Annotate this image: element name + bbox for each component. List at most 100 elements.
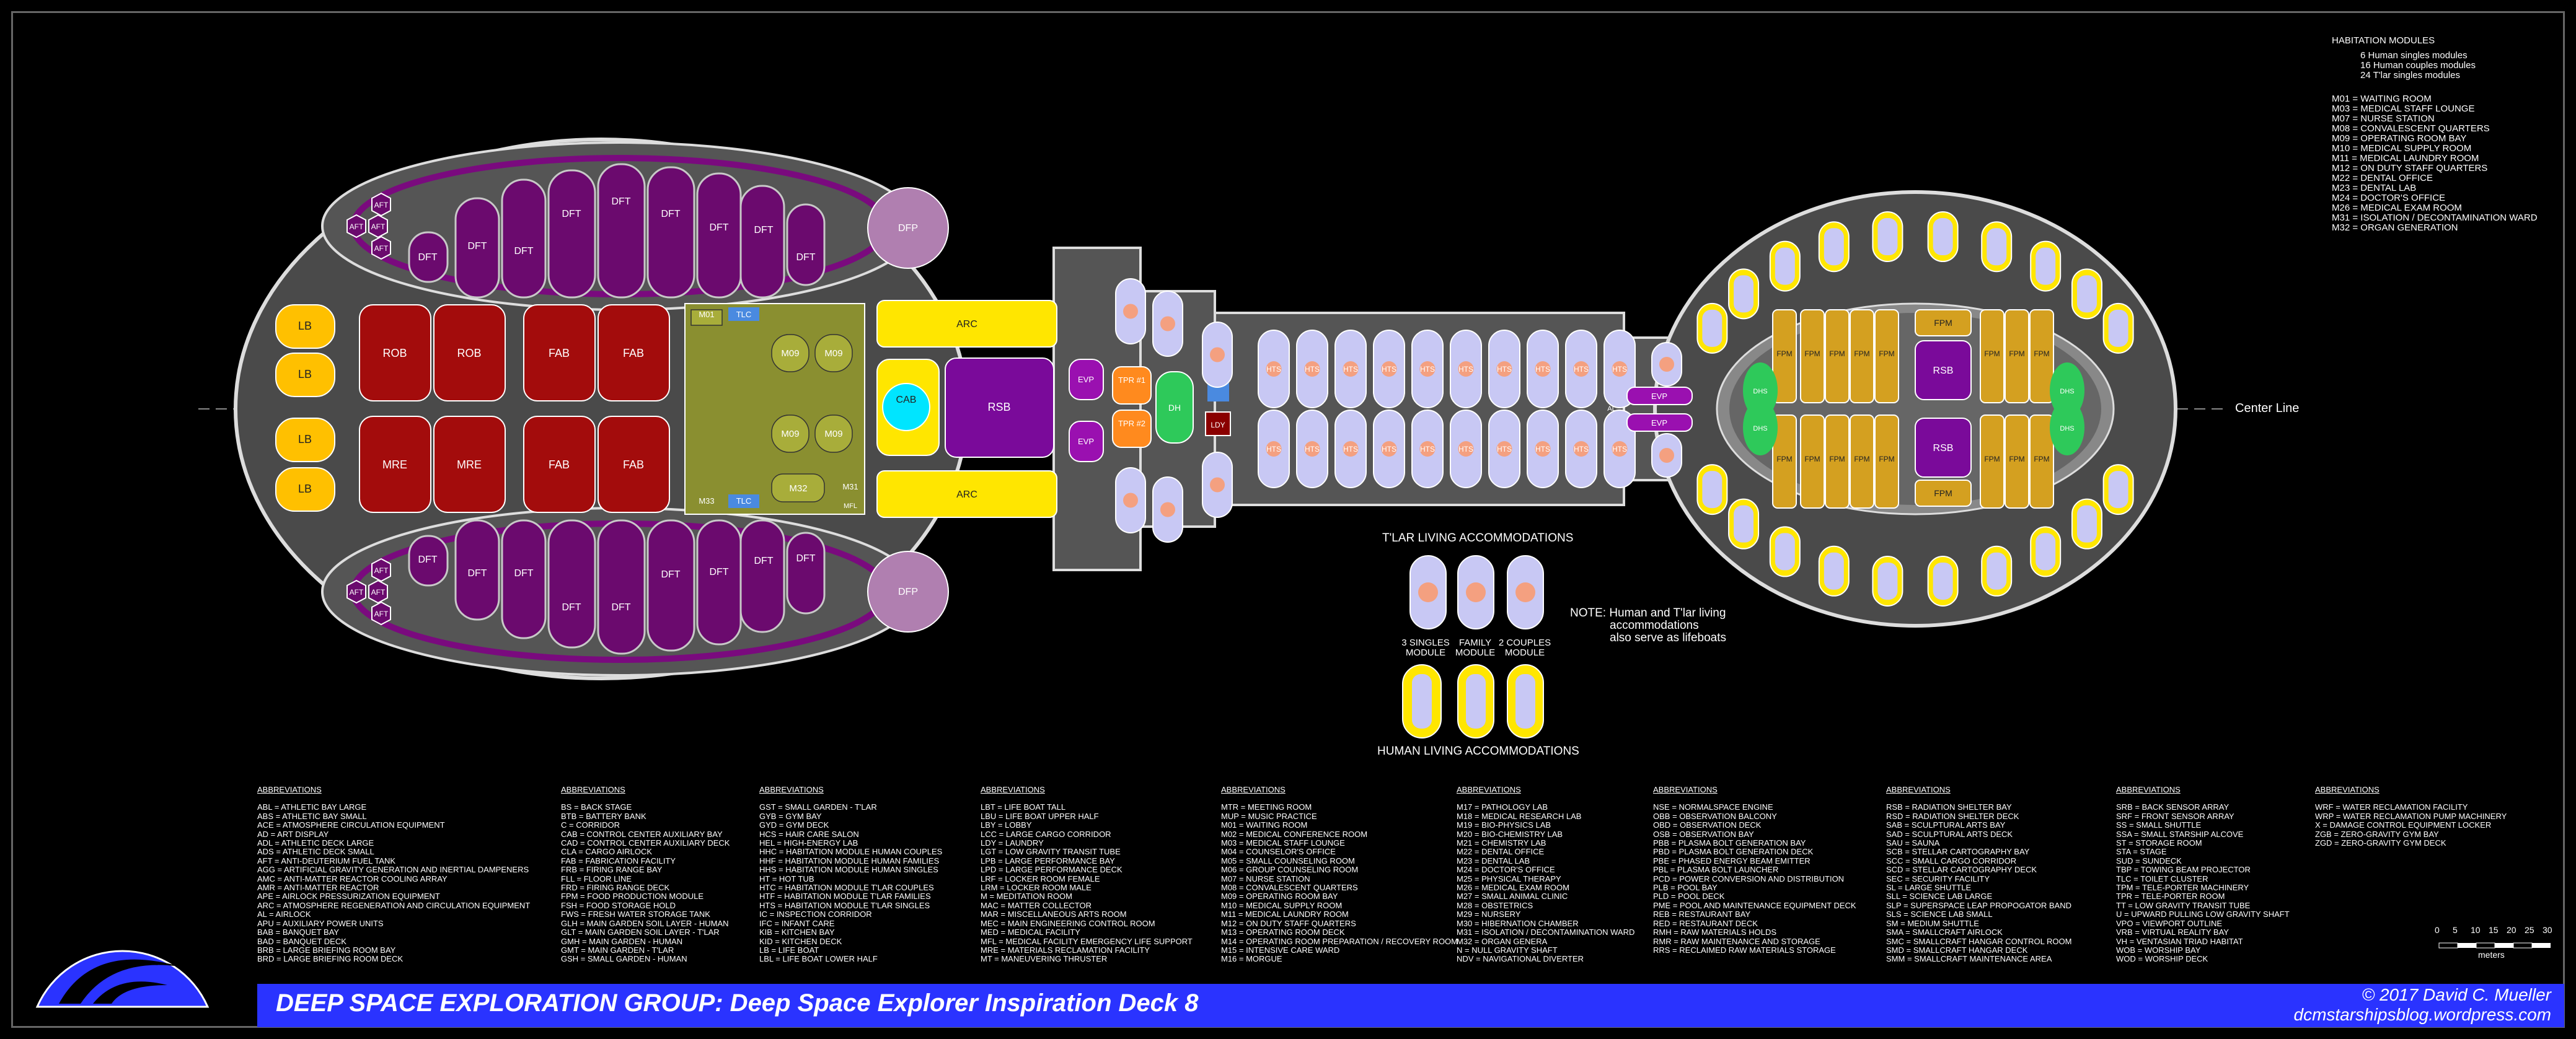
scale-tick: 0 bbox=[2435, 925, 2440, 935]
room-label-mre: MRE bbox=[382, 458, 407, 471]
habitation-room-entry: M24 = DOCTOR'S OFFICE bbox=[2332, 193, 2446, 203]
fab-room bbox=[598, 416, 670, 513]
fpm-module bbox=[2029, 414, 2054, 509]
hts-module-core bbox=[1304, 361, 1320, 377]
room-label-lb: LB bbox=[298, 483, 312, 495]
med-room bbox=[814, 414, 853, 453]
dhs-right-lower bbox=[2050, 400, 2084, 455]
abbreviations-heading: ABBREVIATIONS bbox=[759, 785, 824, 794]
rsb-aft-upper bbox=[1915, 340, 1972, 400]
abbreviation-entry: LPB = LARGE PERFORMANCE BAY bbox=[981, 856, 1115, 866]
abbreviation-entry: M31 = ISOLATION / DECONTAMINATION WARD bbox=[1457, 927, 1635, 937]
room-label-hts: HTS bbox=[1458, 445, 1473, 454]
room-label-m09: M09 bbox=[781, 429, 799, 439]
abbreviation-entry: MRE = MATERIALS RECLAMATION FACILITY bbox=[981, 945, 1150, 955]
credit: © 2017 David C. Mueller dcmstarshipsblog… bbox=[2294, 985, 2552, 1025]
room-label-rsb: RSB bbox=[1933, 443, 1954, 454]
abbreviation-entry: SLP = SUPERSPACE LEAP PROPOGATOR BAND bbox=[1886, 900, 2071, 910]
dft-room bbox=[454, 519, 500, 621]
abbreviation-entry: KID = KITCHEN DECK bbox=[759, 936, 842, 946]
room-label-m09: M09 bbox=[824, 348, 842, 359]
abbreviation-entry: M28 = OBSTETRICS bbox=[1457, 900, 1533, 910]
evp-aft-upper bbox=[1626, 387, 1693, 405]
hhc-module-inner bbox=[1702, 471, 1722, 509]
abbreviation-entry: MEC = MAIN ENGINEERING CONTROL ROOM bbox=[981, 918, 1155, 928]
room-label-aft: AFT bbox=[374, 566, 389, 575]
cab-core bbox=[882, 383, 930, 431]
abbreviation-entry: LBU = LIFE BOAT UPPER HALF bbox=[981, 811, 1099, 821]
fpm-module bbox=[1800, 414, 1825, 509]
abbreviation-entry: M18 = MEDICAL RESEARCH LAB bbox=[1457, 811, 1582, 821]
hts-module-core bbox=[1419, 361, 1436, 377]
abbreviation-entry: WRP = WATER RECLAMATION PUMP MACHINERY bbox=[2315, 811, 2507, 821]
abbreviation-entry: SS = SMALL SHUTTLE bbox=[2116, 820, 2202, 830]
abbreviation-entry: PLB = POOL BAY bbox=[1653, 883, 1718, 893]
room-label-hts: HTS bbox=[1305, 445, 1320, 454]
ldy-room bbox=[1205, 411, 1231, 436]
abbreviation-entry: FRB = FIRING RANGE BAY bbox=[561, 865, 663, 875]
hhs-module-core bbox=[1659, 448, 1674, 463]
abbreviation-entry: SL = LARGE SHUTTLE bbox=[1886, 883, 1972, 893]
hhc-module-inner bbox=[1877, 562, 1898, 600]
abbreviation-entry: MUP = MUSIC PRACTICE bbox=[1221, 811, 1317, 821]
hhc-module-inner bbox=[2036, 247, 2056, 285]
room-label-tlc: TLC bbox=[736, 310, 752, 319]
room-label-hts: HTS bbox=[1574, 365, 1589, 374]
module-core bbox=[1466, 582, 1486, 602]
abbreviation-entry: AMC = ANTI-MATTER REACTOR COOLING ARRAY bbox=[257, 874, 448, 883]
dft-room bbox=[408, 231, 449, 283]
room-label-fpm: FPM bbox=[2009, 455, 2024, 463]
room-label-fpm: FPM bbox=[1854, 349, 1869, 358]
dft-room bbox=[696, 519, 742, 646]
hts-module-core bbox=[1381, 361, 1397, 377]
module-core bbox=[1515, 582, 1535, 602]
fpm-module bbox=[1980, 309, 2005, 403]
abbreviation-entry: CAB = CONTROL CENTER AUXILIARY BAY bbox=[561, 829, 723, 839]
room-label-arc: ARC bbox=[956, 319, 977, 330]
module-core bbox=[1418, 582, 1438, 602]
hts-module-core bbox=[1573, 441, 1589, 457]
room-label-fab: FAB bbox=[623, 347, 644, 359]
aft-tank bbox=[371, 558, 391, 582]
abbreviation-entry: X = DAMAGE CONTROL EQUIPMENT LOCKER bbox=[2315, 820, 2492, 830]
habitation-room-entry: M09 = OPERATING ROOM BAY bbox=[2332, 133, 2467, 144]
abbreviation-entry: FPM = FOOD PRODUCTION MODULE bbox=[561, 892, 704, 901]
dft-room bbox=[597, 163, 646, 299]
abbreviation-entry: HTC = HABITATION MODULE T'LAR COUPLES bbox=[759, 883, 934, 893]
room-label-fpm: FPM bbox=[1776, 349, 1792, 358]
room-label-tpr2: TPR #2 bbox=[1118, 419, 1145, 428]
center-line-label: Center Line bbox=[2235, 401, 2300, 415]
room-label-al: AL bbox=[1607, 405, 1615, 413]
abbreviation-entry: M15 = INTENSIVE CARE WARD bbox=[1221, 945, 1340, 955]
room-label-fab: FAB bbox=[549, 458, 570, 471]
abbreviation-entry: SLS = SCIENCE LAB SMALL bbox=[1886, 910, 1993, 919]
hts-module-core bbox=[1535, 361, 1551, 377]
scale-tick: 25 bbox=[2525, 925, 2534, 935]
scale-bar bbox=[2438, 942, 2551, 949]
room-label-dh: DH bbox=[1168, 403, 1181, 413]
hhs-module-core bbox=[1659, 357, 1674, 372]
room-label-dft: DFT bbox=[611, 196, 630, 207]
blog-url[interactable]: dcmstarshipsblog.wordpress.com bbox=[2293, 1005, 2552, 1024]
rsb-forward bbox=[945, 357, 1054, 458]
abbreviation-entry: TBP = TOWING BEAM PROJECTOR bbox=[2116, 865, 2251, 875]
dft-room bbox=[501, 519, 547, 639]
abbreviation-entry: M29 = NURSERY bbox=[1457, 910, 1521, 919]
arc-upper bbox=[876, 300, 1057, 348]
room-label-dft: DFT bbox=[562, 602, 581, 613]
habitation-room-entry: M11 = MEDICAL LAUNDRY ROOM bbox=[2332, 153, 2479, 164]
room-label-hts: HTS bbox=[1266, 365, 1281, 374]
room-label-evp: EVP bbox=[1651, 418, 1667, 427]
habitation-room-entry: M23 = DENTAL LAB bbox=[2332, 183, 2417, 193]
abbreviation-entry: BTB = BATTERY BANK bbox=[561, 811, 646, 821]
room-label-dft: DFT bbox=[467, 568, 487, 579]
room-label-evp: EVP bbox=[1078, 437, 1094, 446]
abbreviation-entry: LBT = LIFE BOAT TALL bbox=[981, 802, 1066, 812]
room-label-hts: HTS bbox=[1497, 365, 1512, 374]
abbreviation-entry: M16 = MORGUE bbox=[1221, 954, 1282, 964]
aft-tank bbox=[368, 579, 388, 604]
abbreviation-entry: CLA = CARGO AIRLOCK bbox=[561, 847, 653, 857]
